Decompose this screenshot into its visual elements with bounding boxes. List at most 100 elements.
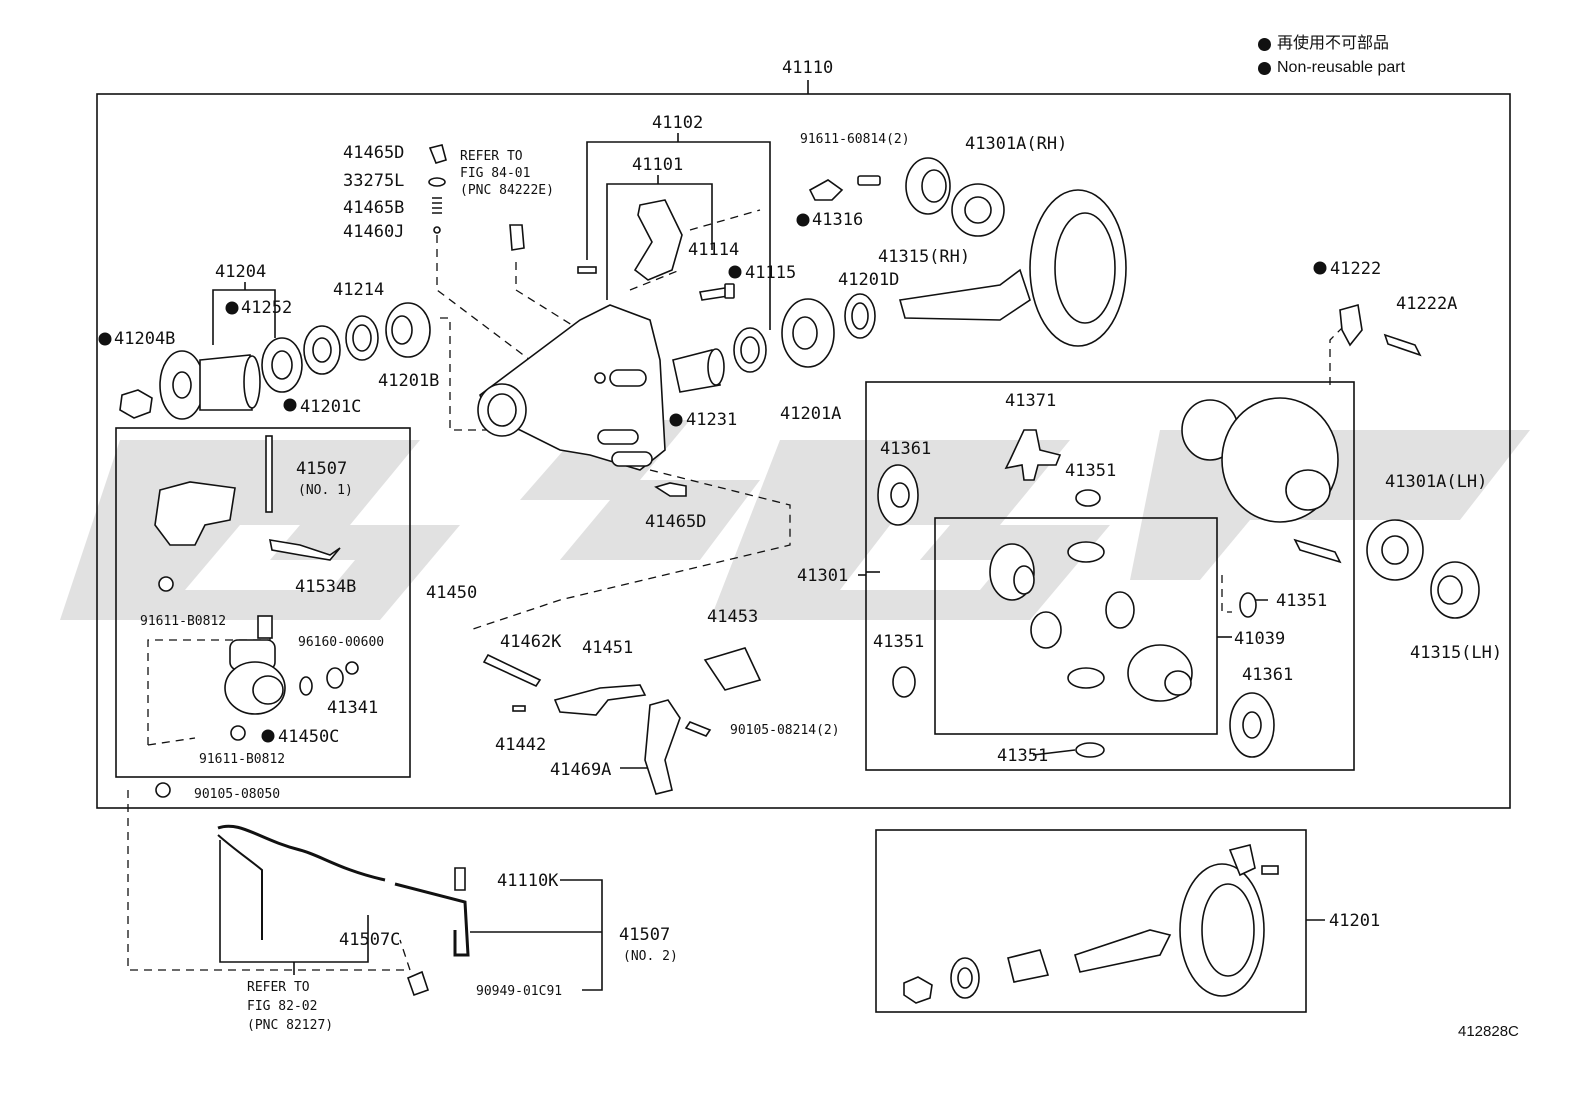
label-41315-rh[interactable]: 41315(RH) xyxy=(878,247,971,267)
label-41201D[interactable]: 41201D xyxy=(838,270,900,290)
label-41469A[interactable]: 41469A xyxy=(550,760,612,780)
pinion-gear-top xyxy=(1067,541,1105,563)
label-41115[interactable]: 41115 xyxy=(745,263,797,283)
oil-seal-41252 xyxy=(261,337,303,393)
adjusting-nut-41315-lh xyxy=(1430,561,1480,619)
bolt-91611-B0812-a xyxy=(158,576,174,592)
label-41204[interactable]: 41204 xyxy=(215,262,267,282)
bolt-91611-60814 xyxy=(857,175,881,186)
label-41252[interactable]: 41252 xyxy=(241,298,293,318)
spring-41465B xyxy=(432,197,442,214)
flange-nut xyxy=(119,389,153,419)
pinion-shaft-41371 xyxy=(1004,429,1062,481)
washer-41351-b xyxy=(1239,592,1257,618)
label-41301A-lh[interactable]: 41301A(LH) xyxy=(1385,472,1488,492)
sleeve-41453 xyxy=(703,647,762,691)
label-41110[interactable]: 41110 xyxy=(782,58,834,78)
label-41201B[interactable]: 41201B xyxy=(378,371,440,391)
label-41201C[interactable]: 41201C xyxy=(300,397,362,417)
label-91611-60814[interactable]: 91611-60814(2) xyxy=(800,132,910,147)
label-41110K[interactable]: 41110K xyxy=(497,871,559,891)
gasket-33275L xyxy=(428,177,446,187)
label-41361-lower[interactable]: 41361 xyxy=(1242,665,1294,685)
label-90105-08050[interactable]: 90105-08050 xyxy=(194,787,281,802)
label-41351-bottom[interactable]: 41351 xyxy=(997,746,1049,766)
label-41351-upper[interactable]: 41351 xyxy=(1065,461,1117,481)
label-41534B[interactable]: 41534B xyxy=(295,577,357,597)
bullet-icon xyxy=(1258,37,1271,51)
ring-gear-pinion xyxy=(898,189,1127,347)
bearing-41201B xyxy=(385,302,431,358)
label-41462K[interactable]: 41462K xyxy=(500,632,562,652)
label-41465D[interactable]: 41465D xyxy=(343,143,405,163)
label-41222A[interactable]: 41222A xyxy=(1396,294,1458,314)
bullet-icon xyxy=(1258,61,1271,75)
label-41039[interactable]: 41039 xyxy=(1234,629,1286,649)
label-41204B[interactable]: 41204B xyxy=(114,329,176,349)
label-96160-00600[interactable]: 96160-00600 xyxy=(298,635,385,650)
bolt-90105-08050 xyxy=(155,782,171,798)
bolt-90105-08214 xyxy=(684,721,712,737)
lever-41469A xyxy=(644,699,681,795)
label-41507-no1[interactable]: 41507 xyxy=(296,459,348,479)
key xyxy=(577,266,597,274)
label-33275L[interactable]: 33275L xyxy=(343,171,405,191)
label-41214[interactable]: 41214 xyxy=(333,280,385,300)
label-41315-lh[interactable]: 41315(LH) xyxy=(1410,643,1503,663)
assembly-frame-41110 xyxy=(96,93,1511,809)
label-41507C[interactable]: 41507C xyxy=(339,930,401,950)
label-41102[interactable]: 41102 xyxy=(652,113,704,133)
label-41351-right[interactable]: 41351 xyxy=(1276,591,1328,611)
label-41201[interactable]: 41201 xyxy=(1329,911,1381,931)
label-41507-no2[interactable]: 41507 xyxy=(619,925,671,945)
diagram-code: 412828C xyxy=(1458,1023,1519,1040)
bracket-41534B xyxy=(268,539,341,561)
label-41450[interactable]: 41450 xyxy=(426,583,478,603)
label-41371[interactable]: 41371 xyxy=(1005,391,1057,411)
label-41465D-drain[interactable]: 41465D xyxy=(645,512,707,532)
label-41316[interactable]: 41316 xyxy=(812,210,864,230)
lock-41222 xyxy=(1339,303,1363,347)
label-41453[interactable]: 41453 xyxy=(707,607,759,627)
label-91611-B0812-b[interactable]: 91611-B0812 xyxy=(199,752,286,767)
label-41351-left[interactable]: 41351 xyxy=(873,632,925,652)
clip-90949 xyxy=(406,970,430,997)
refer-fig-82-02[interactable]: REFER TO FIG 82-02 (PNC 82127) xyxy=(247,980,334,1033)
label-41442[interactable]: 41442 xyxy=(495,735,547,755)
cover-41450 xyxy=(154,481,236,546)
label-41222[interactable]: 41222 xyxy=(1330,259,1382,279)
legend-row-jp: 再使用不可部品 xyxy=(1258,32,1405,56)
label-41201A[interactable]: 41201A xyxy=(780,404,842,424)
label-90949-01C91[interactable]: 90949-01C91 xyxy=(476,984,563,999)
label-91611-B0812-a[interactable]: 91611-B0812 xyxy=(140,614,227,629)
shaft-41462K xyxy=(482,653,542,688)
label-41301A-rh[interactable]: 41301A(RH) xyxy=(965,134,1068,154)
label-41460J[interactable]: 41460J xyxy=(343,222,405,242)
label-41231[interactable]: 41231 xyxy=(686,410,738,430)
label-41101[interactable]: 41101 xyxy=(632,155,684,175)
ball-41460J xyxy=(433,226,441,234)
label-41465B[interactable]: 41465B xyxy=(343,198,405,218)
differential-carrier-housing xyxy=(477,304,666,471)
refer-fig-84-01[interactable]: REFER TO FIG 84-01 (PNC 84222E) xyxy=(460,149,554,198)
o-ring-41450C xyxy=(299,676,313,696)
rod-41507-no1 xyxy=(265,435,273,513)
bolt-diffcase xyxy=(1293,538,1342,564)
washer-41351-c xyxy=(892,666,916,698)
label-41301[interactable]: 41301 xyxy=(797,566,849,586)
companion-flange xyxy=(159,350,261,420)
legend-row-en: Non-reusable part xyxy=(1258,56,1405,80)
hose-41507-no2 xyxy=(394,882,470,957)
subframe-41039 xyxy=(934,517,1218,735)
bolt-41222A xyxy=(1383,333,1422,357)
shift-fork-41451 xyxy=(553,684,647,716)
label-41114[interactable]: 41114 xyxy=(688,240,740,260)
bearing-41201A xyxy=(781,298,835,368)
legend: 再使用不可部品 Non-reusable part xyxy=(1258,32,1405,80)
label-41451[interactable]: 41451 xyxy=(582,638,634,658)
label-41450C[interactable]: 41450C xyxy=(278,727,340,747)
label-90105-08214[interactable]: 90105-08214(2) xyxy=(730,723,840,738)
label-41341[interactable]: 41341 xyxy=(327,698,379,718)
collapsible-spacer-41231 xyxy=(672,348,725,393)
label-41361-upper[interactable]: 41361 xyxy=(880,439,932,459)
